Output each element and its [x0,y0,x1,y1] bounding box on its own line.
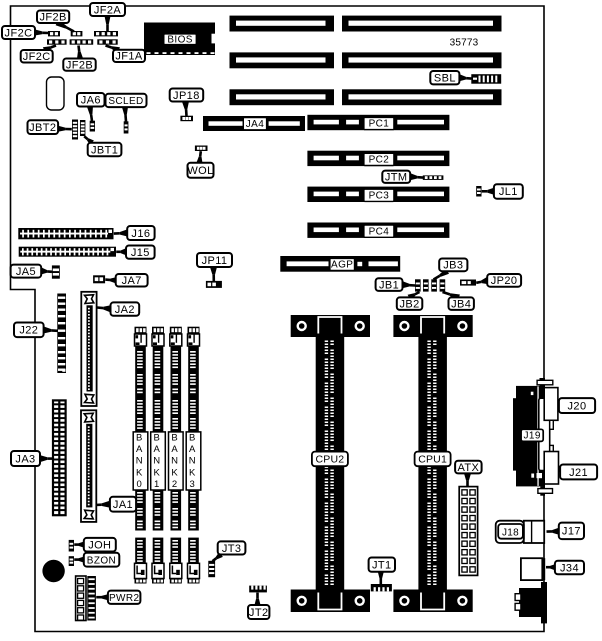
svg-text:JT3: JT3 [222,543,242,555]
svg-text:J16: J16 [131,228,150,240]
svg-text:K: K [136,467,143,478]
svg-text:J18: J18 [502,527,519,538]
svg-text:J22: J22 [19,325,38,337]
svg-text:B: B [136,433,142,444]
svg-text:B: B [154,433,160,444]
svg-text:1: 1 [154,479,159,490]
svg-text:J21: J21 [569,467,588,479]
svg-text:JA1: JA1 [113,499,133,511]
svg-text:JA4: JA4 [246,119,264,130]
svg-text:3: 3 [190,479,195,490]
svg-text:N: N [189,456,196,467]
svg-text:JA6: JA6 [81,95,101,107]
svg-text:JTM: JTM [385,172,408,184]
svg-text:N: N [136,456,143,467]
svg-text:JB1: JB1 [379,279,399,291]
svg-text:JA5: JA5 [16,266,36,278]
svg-text:CPU2: CPU2 [315,454,344,466]
svg-text:JL1: JL1 [499,186,518,198]
svg-text:K: K [171,467,178,478]
svg-text:J15: J15 [131,247,150,259]
svg-text:BZON: BZON [87,556,116,567]
svg-text:PC1: PC1 [369,119,390,130]
svg-text:JF2A: JF2A [94,4,122,16]
svg-text:JA3: JA3 [15,453,35,465]
svg-text:J17: J17 [562,526,581,538]
svg-text:A: A [136,444,143,455]
svg-text:2: 2 [172,479,177,490]
svg-text:JP20: JP20 [491,275,518,287]
svg-text:J20: J20 [568,400,587,412]
svg-text:PC3: PC3 [369,191,390,202]
svg-text:JB2: JB2 [400,298,420,310]
svg-text:BIOS: BIOS [167,35,193,46]
svg-text:JB4: JB4 [451,298,471,310]
svg-text:JB3: JB3 [443,260,463,272]
svg-text:JF2C: JF2C [5,27,33,39]
svg-text:JP18: JP18 [173,90,200,102]
svg-text:K: K [154,467,161,478]
svg-text:AGP: AGP [331,260,353,271]
svg-text:J34: J34 [560,562,579,574]
svg-text:WOL: WOL [187,165,213,177]
svg-text:35773: 35773 [450,38,479,49]
svg-text:B: B [189,433,195,444]
svg-text:JOH: JOH [88,540,111,552]
svg-text:N: N [153,456,160,467]
svg-text:SCLED: SCLED [108,96,143,107]
svg-text:A: A [154,444,161,455]
svg-text:PC4: PC4 [369,226,390,237]
svg-text:JF2B: JF2B [66,60,93,72]
svg-text:JBT1: JBT1 [91,144,118,156]
svg-text:SBL: SBL [434,73,456,85]
svg-text:JF2C: JF2C [23,51,51,63]
svg-text:PWR2: PWR2 [109,593,140,604]
svg-text:A: A [189,444,196,455]
svg-text:JT1: JT1 [372,559,392,571]
svg-text:B: B [171,433,177,444]
svg-text:JP11: JP11 [202,255,228,267]
svg-text:CPU1: CPU1 [418,454,447,466]
svg-text:JF2B: JF2B [39,12,66,24]
svg-text:ATX: ATX [458,462,480,474]
svg-text:0: 0 [137,479,142,490]
svg-text:JT2: JT2 [249,607,269,619]
svg-text:JBT2: JBT2 [29,122,56,134]
svg-text:K: K [189,467,196,478]
svg-text:A: A [171,444,178,455]
svg-text:N: N [171,456,178,467]
svg-text:PC2: PC2 [369,155,390,166]
svg-text:JA7: JA7 [122,275,142,287]
svg-text:JF1A: JF1A [115,51,143,63]
svg-text:JA2: JA2 [115,304,135,316]
svg-text:J19: J19 [524,431,541,442]
